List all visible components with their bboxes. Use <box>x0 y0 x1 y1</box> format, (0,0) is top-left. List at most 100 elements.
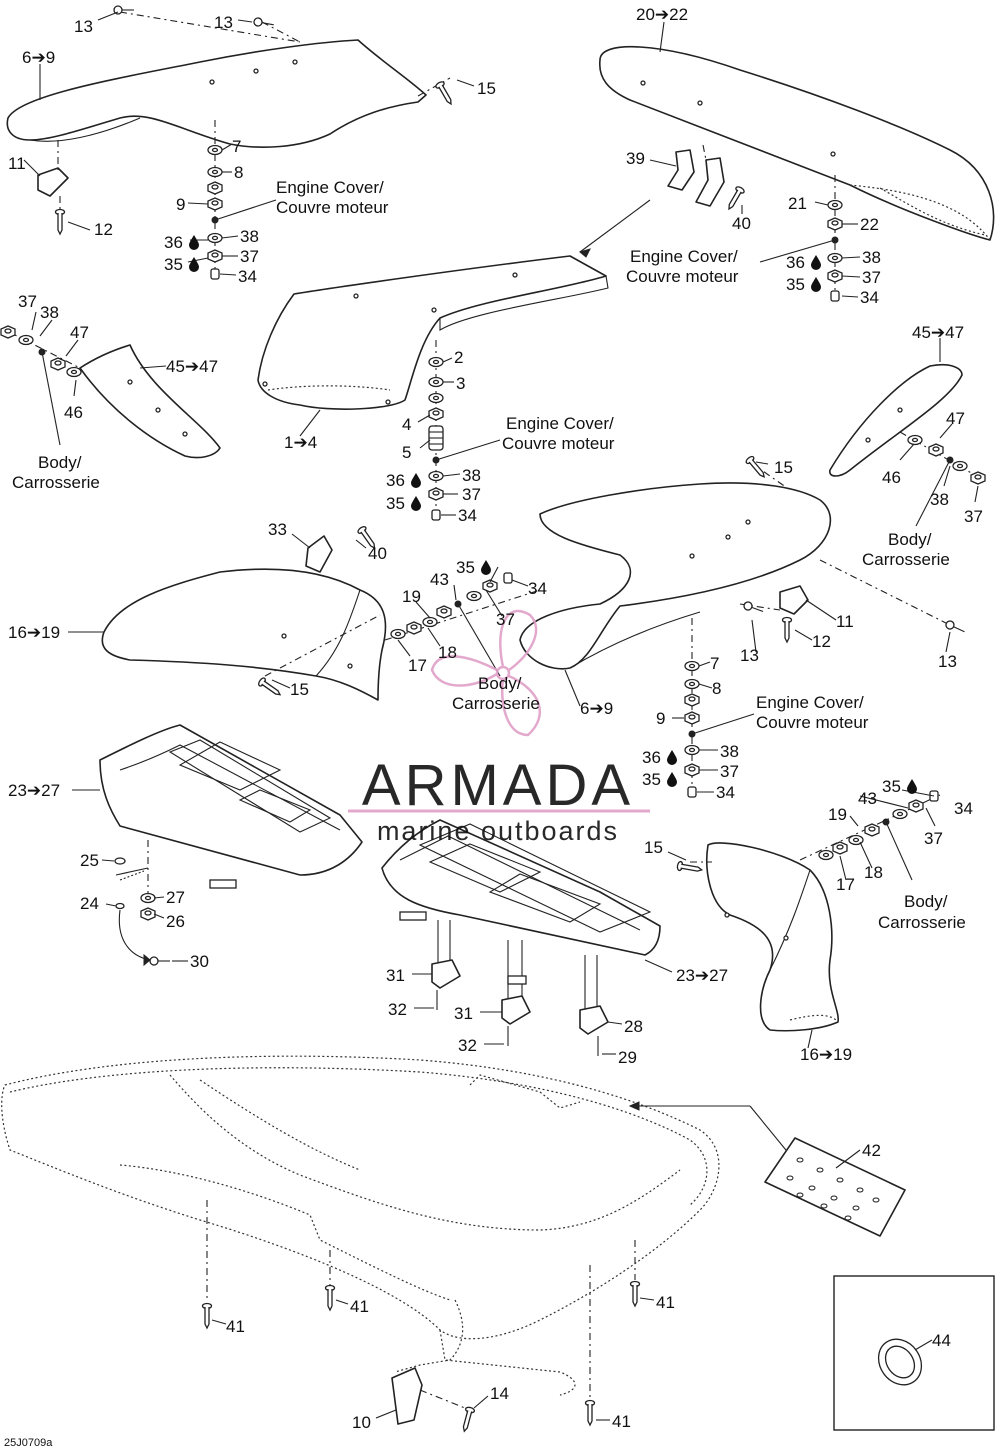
label-8: 8 <box>712 679 721 698</box>
label-25: 25 <box>80 851 99 870</box>
label-44: 44 <box>932 1331 951 1350</box>
label-31: 31 <box>454 1004 473 1023</box>
label-12: 12 <box>94 220 113 239</box>
label-38: 38 <box>720 742 739 761</box>
body-line-2: Carrosserie <box>452 694 540 713</box>
label-12: 12 <box>812 632 831 651</box>
label-29: 29 <box>618 1048 637 1067</box>
bench-seat-left <box>99 724 363 967</box>
label-18: 18 <box>438 643 457 662</box>
label-4: 4 <box>402 415 411 434</box>
drop-icon <box>667 750 677 765</box>
callout-body: Body/ Carrosserie <box>12 453 100 492</box>
drop-icon <box>189 257 199 272</box>
label-2: 2 <box>454 348 463 367</box>
callout-body: Body/ Carrosserie <box>452 674 540 713</box>
drop-icon <box>667 772 677 787</box>
label-11: 11 <box>8 154 26 173</box>
drop-icon <box>481 560 491 575</box>
label-34: 34 <box>458 506 477 525</box>
label-35: 35 <box>386 494 405 513</box>
label-7: 7 <box>710 654 719 673</box>
label-9: 9 <box>176 195 185 214</box>
body-line-1: Body/ <box>38 453 82 472</box>
label-33: 33 <box>268 520 287 539</box>
label-9: 9 <box>656 709 665 728</box>
label-19: 19 <box>828 805 847 824</box>
engine-cover-line-2: Couvre moteur <box>756 713 869 732</box>
label-28: 28 <box>624 1017 643 1036</box>
label-1-4: 1➔4 <box>284 433 317 452</box>
engine-cover-line-1: Engine Cover/ <box>756 693 864 712</box>
drop-icon <box>811 277 821 292</box>
label-13: 13 <box>740 646 759 665</box>
label-15: 15 <box>290 680 309 699</box>
label-13: 13 <box>74 17 93 36</box>
body-line-2: Carrosserie <box>12 473 100 492</box>
label-41: 41 <box>226 1317 245 1336</box>
label-43: 43 <box>858 789 877 808</box>
label-34: 34 <box>860 288 879 307</box>
label-22: 22 <box>860 215 879 234</box>
body-line-2: Carrosserie <box>862 550 950 569</box>
label-24: 24 <box>80 894 99 913</box>
label-38: 38 <box>40 303 59 322</box>
label-15: 15 <box>774 458 793 477</box>
engine-cover-line-1: Engine Cover/ <box>630 247 738 266</box>
label-34: 34 <box>238 267 257 286</box>
label-37: 37 <box>462 485 481 504</box>
armada-watermark: ARMADA marine outboards <box>348 609 650 846</box>
label-13: 13 <box>214 13 233 32</box>
label-21: 21 <box>788 194 807 213</box>
callout-engine-cover: Engine Cover/ Couvre moteur <box>276 178 389 217</box>
label-16-19: 16➔19 <box>8 623 60 642</box>
engine-cover-line-1: Engine Cover/ <box>506 414 614 433</box>
callout-engine-cover: Engine Cover/ Couvre moteur <box>502 414 615 453</box>
engine-cover-line-2: Couvre moteur <box>276 198 389 217</box>
label-38: 38 <box>930 490 949 509</box>
engine-cover-line-2: Couvre moteur <box>502 434 615 453</box>
label-38: 38 <box>462 466 481 485</box>
right-side-cushion <box>676 790 941 1032</box>
label-46: 46 <box>882 468 901 487</box>
label-37: 37 <box>862 268 881 287</box>
label-27: 27 <box>166 888 185 907</box>
label-35: 35 <box>882 777 901 796</box>
drawing-reference: 25J0709a <box>4 1437 53 1449</box>
label-26: 26 <box>166 912 185 931</box>
label-37: 37 <box>964 507 983 526</box>
label-36: 36 <box>786 253 805 272</box>
label-45-47: 45➔47 <box>912 323 964 342</box>
label-37: 37 <box>924 829 943 848</box>
label-42: 42 <box>862 1141 881 1160</box>
body-line-1: Body/ <box>478 674 522 693</box>
label-38: 38 <box>240 227 259 246</box>
drop-icon <box>189 235 199 250</box>
leader-lines <box>23 11 979 1421</box>
label-34: 34 <box>716 783 735 802</box>
label-46: 46 <box>64 403 83 422</box>
propeller-logo <box>430 609 541 737</box>
label-23-27: 23➔27 <box>676 966 728 985</box>
label-23-27: 23➔27 <box>8 781 60 800</box>
rear-cushion-mid <box>519 454 967 798</box>
engine-cover-line-2: Couvre moteur <box>626 267 739 286</box>
engine-cover-line-1: Engine Cover/ <box>276 178 384 197</box>
label-34: 34 <box>528 579 547 598</box>
drop-icon <box>411 496 421 511</box>
callout-engine-cover: Engine Cover/ Couvre moteur <box>756 693 869 732</box>
label-47: 47 <box>946 409 965 428</box>
label-47: 47 <box>70 323 89 342</box>
label-10: 10 <box>352 1413 371 1432</box>
label-15: 15 <box>644 838 663 857</box>
label-32: 32 <box>388 1000 407 1019</box>
label-41: 41 <box>612 1412 631 1431</box>
callout-engine-cover: Engine Cover/ Couvre moteur <box>626 247 739 286</box>
label-5: 5 <box>402 443 411 462</box>
label-17: 17 <box>408 656 427 675</box>
rear-cushion-top <box>599 45 995 302</box>
drop-icon <box>811 255 821 270</box>
label-38: 38 <box>862 248 881 267</box>
label-40: 40 <box>732 214 751 233</box>
